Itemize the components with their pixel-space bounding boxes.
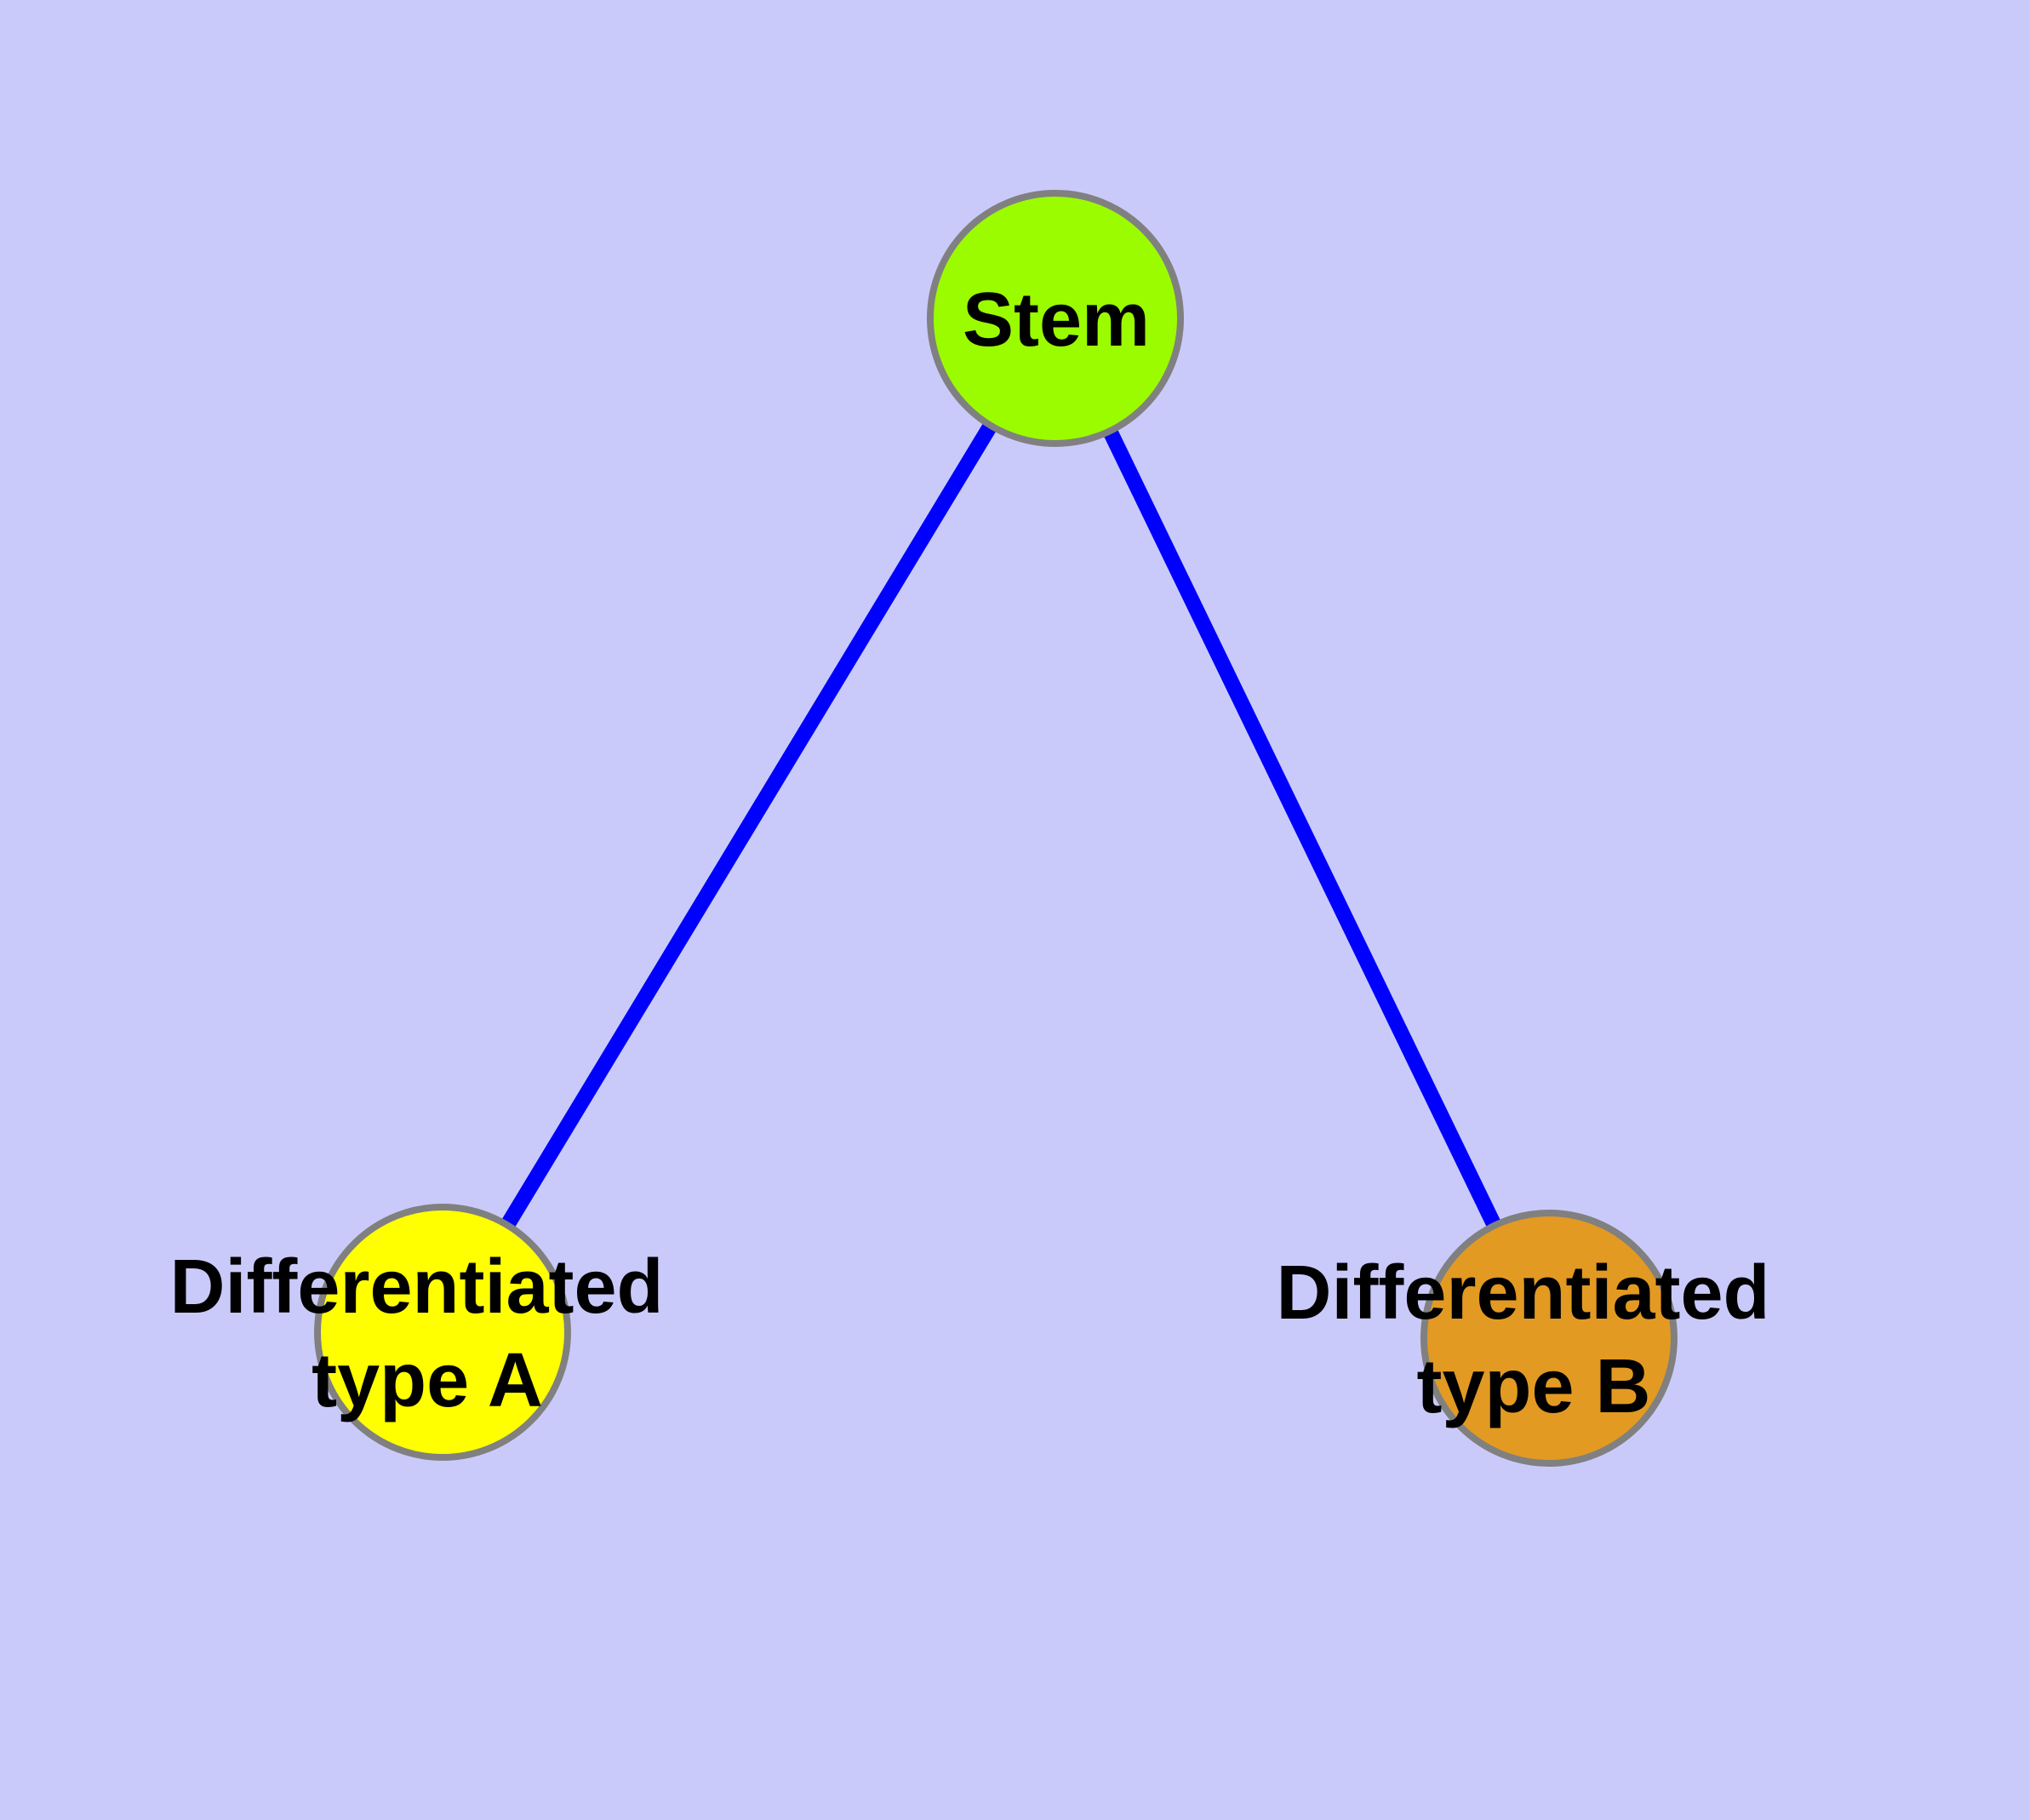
type-b-node [1420,1210,1677,1467]
type-a-node-label: Differentiated type A [169,1245,684,1423]
edge-stem-to-type-a [436,314,1062,1336]
type-b-node-label-line2: type B [1416,1344,1650,1429]
type-b-node-label-line1: Differentiated [1276,1251,1769,1336]
edge-stem-to-type-b [1048,315,1557,1342]
stem-node-label: Stem [963,278,1150,363]
type-a-node [314,1204,571,1461]
type-a-node-label-line2: type A [311,1338,543,1423]
type-a-node-label-line1: Differentiated [169,1245,663,1330]
stem-node [927,190,1184,447]
type-b-node-label: Differentiated type B [1276,1251,1791,1429]
